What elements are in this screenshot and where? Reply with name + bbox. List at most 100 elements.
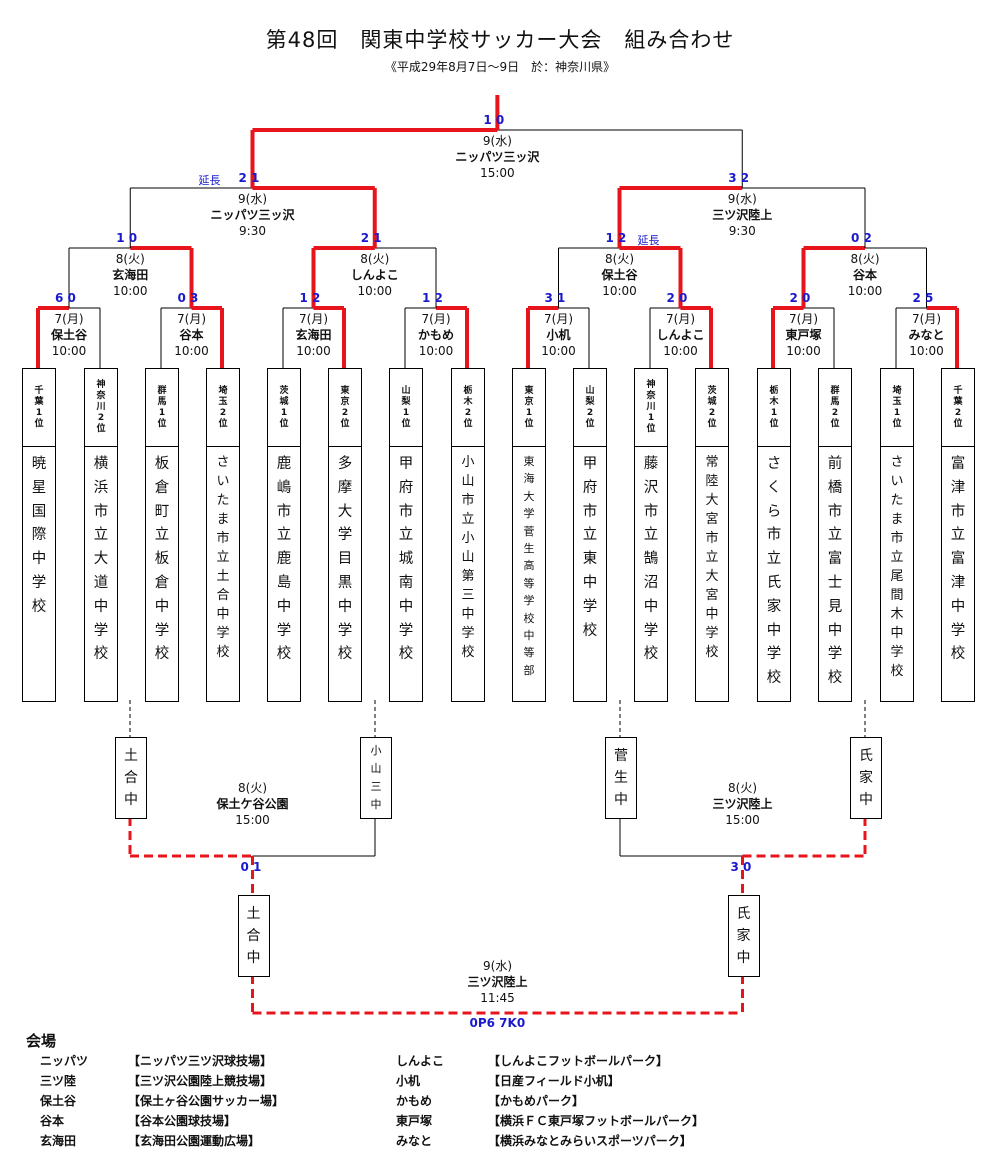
venue-short: 谷本	[40, 1114, 65, 1128]
name-char: 立	[154, 527, 170, 544]
match-time: 10:00	[174, 344, 209, 358]
match-venue: しんよこ	[656, 328, 705, 342]
seed-char: 栃	[769, 385, 779, 396]
match-time: 10:00	[112, 284, 148, 298]
name-char: 市	[950, 503, 966, 520]
match-date: 7(月)	[666, 312, 695, 326]
team-name: さいたま市立土合中学校	[207, 453, 239, 662]
match-date: 8(火)	[238, 781, 267, 795]
name-char: 際	[31, 527, 47, 544]
name-char: い	[890, 474, 904, 489]
name-char: 東	[582, 551, 598, 568]
seed-char: 位	[953, 418, 963, 429]
team-name: 常陸大宮市立大宮中学校	[696, 453, 728, 662]
name-char: 中	[736, 950, 751, 966]
name-char: 校	[582, 622, 598, 639]
team-name: 富津市立富津中学校	[942, 453, 974, 667]
name-char: 沼	[643, 574, 659, 591]
name-char: 氏	[766, 574, 782, 591]
name-char: 南	[398, 574, 414, 591]
name-char: 市	[461, 493, 475, 508]
name-char: 津	[950, 479, 966, 496]
match-venue: 保土ケ谷公園	[216, 797, 289, 811]
team-name: 甲府市立東中学校	[574, 453, 606, 643]
team-name: さいたま市立尾間木中学校	[881, 453, 913, 681]
name-char: 市	[890, 531, 904, 546]
seed-char: 栃	[463, 385, 473, 396]
name-char: 合	[216, 588, 230, 603]
name-char: 中	[827, 622, 843, 639]
name-char: 甲	[398, 456, 414, 472]
seed-char: 位	[892, 418, 902, 429]
name-char: 山	[370, 762, 382, 775]
name-char: 校	[950, 646, 966, 663]
seed-char: 2	[219, 407, 227, 418]
seed-char: 1	[35, 407, 43, 418]
match-score: 0 1	[240, 860, 262, 874]
venue-row: 三ツ陸【三ツ沢公園陸上競技場】	[40, 1072, 272, 1089]
name-char: 島	[276, 574, 292, 591]
seed-char: 茨	[707, 385, 717, 396]
name-char: 宮	[705, 512, 719, 527]
name-char: 菅	[614, 748, 628, 764]
team-name: さくら市立氏家中学校	[758, 453, 790, 691]
match-score: 2 0	[666, 291, 688, 305]
venue-short: しんよこ	[396, 1054, 445, 1068]
team-name: 前橋市立富士見中学校	[819, 453, 851, 691]
seed-char: 1	[770, 407, 778, 418]
seed-char: 1	[525, 407, 533, 418]
match-venue: かもめ	[417, 328, 454, 342]
name-char: 府	[582, 479, 598, 496]
name-char: 市	[705, 531, 719, 546]
name-char: 立	[216, 550, 230, 565]
venue-row: みなと【横浜みなとみらいスポーツパーク】	[396, 1132, 692, 1149]
name-char: 立	[827, 527, 843, 544]
match-venue: ニッパツ三ッ沢	[210, 208, 295, 222]
venue-full: 【横浜ＦＣ東戸塚フットボールパーク】	[488, 1114, 705, 1128]
name-char: 道	[93, 574, 109, 591]
name-char: 中	[370, 798, 382, 811]
third-place-team-box: 土合中	[115, 737, 147, 819]
name-char: 学	[523, 594, 535, 608]
name-char: 中	[246, 950, 261, 966]
name-char: 氏	[859, 748, 873, 764]
seed-char: 位	[463, 418, 473, 429]
name-char: 摩	[337, 479, 353, 496]
name-char: 等	[523, 646, 535, 660]
seed-char: 千	[34, 385, 44, 396]
venue-short: 東戸塚	[396, 1114, 433, 1128]
seed-char: 城	[707, 396, 717, 407]
name-char: 市	[766, 527, 782, 544]
match-time: 10:00	[602, 284, 637, 298]
seed-char: 群	[157, 385, 167, 396]
match-date: 8(火)	[115, 252, 145, 266]
name-char: 藤	[643, 456, 659, 472]
name-char: 鹿	[276, 456, 292, 472]
match-score: 0P6 7K0	[469, 1016, 526, 1030]
match-venue: 谷本	[852, 268, 877, 282]
seed-char: 東	[524, 385, 534, 396]
seed-char: 山	[401, 385, 411, 396]
name-char: さ	[890, 455, 904, 470]
seed-char: 位	[769, 418, 779, 429]
match-venue: 三ツ沢陸上	[712, 797, 773, 811]
venue-full: 【横浜みなとみらいスポーツパーク】	[488, 1134, 692, 1148]
match-date: 7(月)	[789, 312, 818, 326]
name-char: 目	[337, 551, 353, 568]
match-score: 2 1	[238, 171, 260, 185]
seed-char: 1	[647, 413, 655, 423]
name-char: 見	[827, 598, 843, 615]
seed-char: 位	[585, 418, 595, 429]
venue-full: 【しんよこフットボールパーク】	[488, 1054, 669, 1068]
third-place-team-box: 氏家中	[850, 737, 882, 819]
match-venue: 保土谷	[601, 268, 638, 282]
name-char: 板	[154, 551, 170, 568]
name-char: 宮	[705, 588, 719, 603]
